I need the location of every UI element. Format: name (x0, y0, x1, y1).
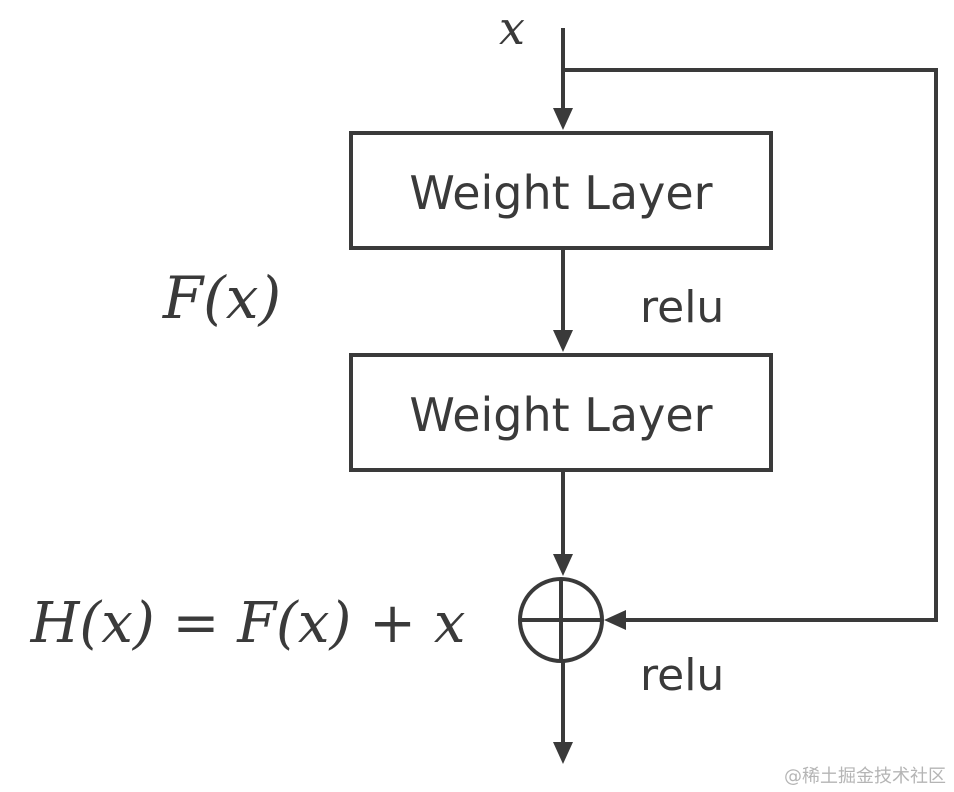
output-arrowhead (553, 742, 573, 764)
activation-relu-1: relu (640, 282, 724, 333)
weight-layer-1-box (349, 131, 773, 250)
residual-function-label: F(x) (162, 264, 281, 332)
input-arrowhead (553, 108, 573, 130)
weight-layer-2-label: Weight Layer (409, 388, 712, 442)
output-equation: H(x) = F(x) + x (30, 591, 466, 656)
sum-input-arrowhead (553, 554, 573, 576)
weight-layer-2-box (349, 353, 773, 472)
activation-relu-2: relu (640, 650, 724, 701)
input-label: x (499, 1, 525, 55)
weight-layer-1-label: Weight Layer (409, 166, 712, 220)
watermark-text: @稀土掘金技术社区 (784, 766, 946, 787)
skip-connection-arrowhead (604, 610, 626, 630)
skip-connection-line (563, 68, 938, 622)
mid-arrowhead (553, 330, 573, 352)
